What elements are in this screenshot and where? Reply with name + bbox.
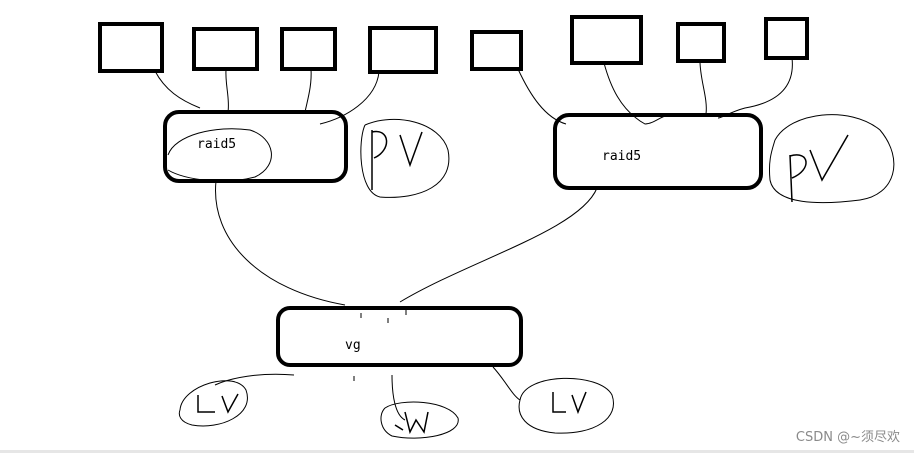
pv-circle-right bbox=[769, 114, 895, 204]
raid-scribble bbox=[167, 128, 272, 182]
disk-box bbox=[570, 15, 643, 65]
pv-letters-right bbox=[789, 134, 849, 203]
vg-to-lv-link bbox=[492, 366, 521, 401]
raid-box-right bbox=[553, 113, 763, 190]
raid-to-vg-link bbox=[399, 187, 598, 303]
disk-link bbox=[319, 71, 380, 125]
vg-to-lv-link bbox=[391, 374, 406, 421]
disk-box bbox=[676, 22, 726, 63]
pv-letters-left bbox=[371, 130, 423, 190]
disk-link bbox=[154, 70, 201, 109]
lv-circle-middle bbox=[380, 401, 459, 439]
raid-right-label: raid5 bbox=[602, 149, 641, 164]
disk-link bbox=[225, 68, 229, 113]
raid-box-left bbox=[163, 110, 348, 183]
watermark: CSDN @~须尽欢 bbox=[795, 430, 900, 445]
lv-circle-left bbox=[178, 380, 248, 427]
disk-box bbox=[98, 22, 164, 73]
vg-box bbox=[276, 306, 523, 367]
disk-link bbox=[517, 68, 567, 125]
disk-link bbox=[304, 68, 312, 113]
disk-box bbox=[470, 30, 523, 71]
lv-letters-right bbox=[552, 391, 587, 415]
lv-letters-left bbox=[197, 393, 239, 414]
raid-left-label: raid5 bbox=[197, 137, 236, 152]
vg-to-lv-link bbox=[214, 373, 295, 386]
disk-box bbox=[280, 27, 337, 71]
pv-circle-left bbox=[360, 118, 450, 198]
bottom-scrollbar-edge bbox=[0, 450, 914, 453]
disk-box bbox=[192, 27, 259, 71]
lv-circle-right bbox=[518, 377, 614, 434]
disk-box bbox=[368, 26, 438, 74]
tick-mark bbox=[360, 310, 407, 323]
disk-link bbox=[717, 57, 793, 119]
disk-link bbox=[699, 60, 707, 115]
raid-to-vg-link bbox=[215, 180, 346, 306]
disk-box bbox=[764, 17, 809, 60]
vg-label: vg bbox=[345, 338, 361, 353]
lv-letters-middle bbox=[394, 411, 429, 435]
